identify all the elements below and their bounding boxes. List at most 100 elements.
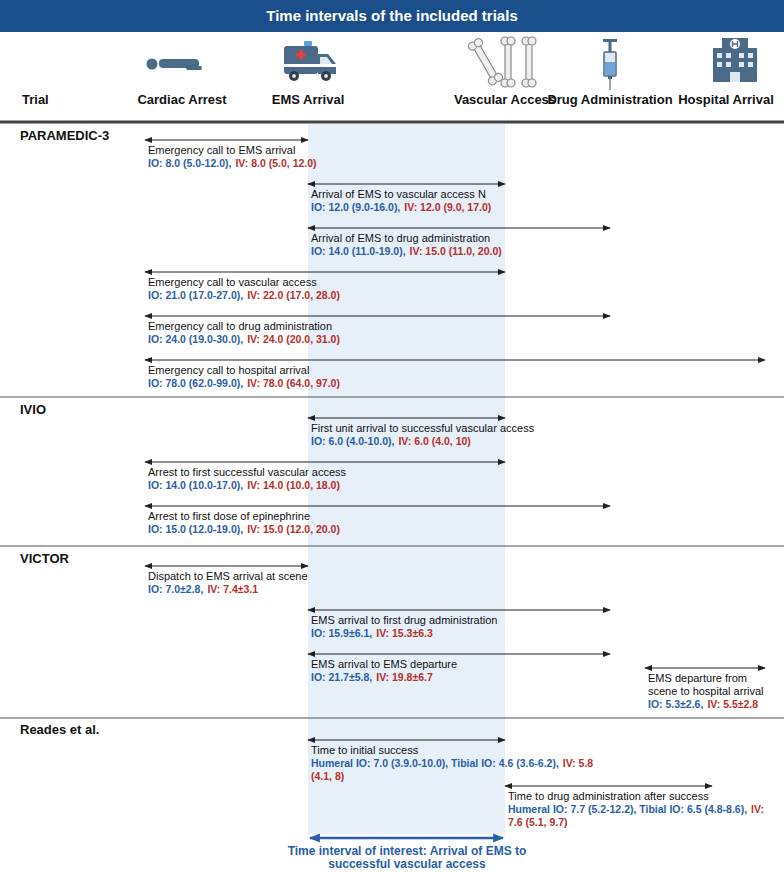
interval-arrow [308, 610, 610, 611]
interval-label: Arrest to first successful vascular acce… [148, 466, 448, 479]
interval-label: First unit arrival to successful vascula… [311, 422, 611, 435]
iv-value: IV: 8.0 (5.0, 12.0) [235, 157, 316, 169]
header-rule [0, 121, 784, 124]
io-value: IO: 6.0 (4.0-10.0), [311, 435, 394, 447]
interval-label: Emergency call to drug administration [148, 320, 448, 333]
interval-block: Arrival of EMS to drug administrationIO:… [311, 232, 611, 258]
interval-arrow [505, 786, 712, 787]
interval-values: IO: 14.0 (11.0-19.0), IV: 15.0 (11.0, 20.… [311, 245, 611, 258]
hospital-icon [713, 38, 757, 82]
io-value: IO: 5.3±2.6, [648, 698, 703, 710]
interval-arrow [308, 740, 505, 741]
interval-values: IO: 6.0 (4.0-10.0), IV: 6.0 (4.0, 10) [311, 435, 611, 448]
io-value: IO: 14.0 (11.0-19.0), [311, 245, 406, 257]
io-value: Humeral IO: 7.7 (5.2-12.2), Tibial IO: 6… [508, 803, 747, 815]
interval-arrow [645, 668, 765, 669]
iv-value: IV: 15.0 (12.0, 20.0) [247, 523, 340, 535]
interval-values: Humeral IO: 7.0 (3.9.0-10.0), Tibial IO:… [311, 757, 611, 783]
interval-values: IO: 5.3±2.6, IV: 5.5±2.8 [648, 698, 776, 711]
iv-value: IV: 6.0 (4.0, 10) [398, 435, 470, 447]
column-header: Drug Administration [547, 92, 672, 107]
interval-values: IO: 14.0 (10.0-17.0), IV: 14.0 (10.0, 18.… [148, 479, 448, 492]
patient-icon [147, 59, 203, 71]
io-value: IO: 24.0 (19.0-30.0), [148, 333, 243, 345]
title-text: Time intervals of the included trials [0, 0, 784, 32]
syringe-icon [603, 39, 617, 90]
interval-block: Time to initial successHumeral IO: 7.0 (… [311, 744, 611, 783]
interval-label: Arrest to first dose of epinephrine [148, 510, 448, 523]
interval-arrow [145, 272, 505, 273]
title-band [0, 0, 784, 32]
interval-arrow [145, 566, 308, 567]
interval-block: Emergency call to drug administrationIO:… [148, 320, 448, 346]
interval-values: Humeral IO: 7.7 (5.2-12.2), Tibial IO: 6… [508, 803, 770, 829]
interval-block: Arrest to first successful vascular acce… [148, 466, 448, 492]
interval-arrow [145, 462, 505, 463]
io-value: IO: 14.0 (10.0-17.0), [148, 479, 243, 491]
column-header: Hospital Arrival [678, 92, 774, 107]
iv-value: IV: 12.0 (9.0, 17.0) [404, 201, 491, 213]
interval-values: IO: 15.9±6.1, IV: 15.3±6.3 [311, 627, 611, 640]
interest-label: Time interval of interest: Arrival of EM… [277, 845, 537, 871]
interval-block: Emergency call to vascular accessIO: 21.… [148, 276, 448, 302]
interval-values: IO: 12.0 (9.0-16.0),IV: 12.0 (9.0, 17.0) [311, 201, 611, 214]
interval-label: Time to initial success [311, 744, 611, 757]
interval-values: IO: 21.0 (17.0-27.0), IV: 22.0 (17.0, 28.… [148, 289, 448, 302]
io-value: Humeral IO: 7.0 (3.9.0-10.0), Tibial IO:… [311, 757, 559, 769]
interval-values: IO: 21.7±5.8, IV: 19.8±6.7 [311, 671, 611, 684]
interval-label: Time to drug administration after succes… [508, 790, 770, 803]
interval-arrow [308, 228, 610, 229]
iv-value: IV: 24.0 (20.0, 31.0) [247, 333, 340, 345]
interval-label: Emergency call to vascular access [148, 276, 448, 289]
interval-values: IO: 7.0±2.8, IV: 7.4±3.1 [148, 583, 368, 596]
row-rule [0, 397, 784, 398]
column-header: Cardiac Arrest [137, 92, 226, 107]
interval-label: Emergency call to hospital arrival [148, 364, 468, 377]
iv-value: IV: 14.0 (10.0, 18.0) [247, 479, 340, 491]
iv-value: IV: 7.4±3.1 [207, 583, 258, 595]
row-rule [0, 718, 784, 719]
interval-label: Arrival of EMS to drug administration [311, 232, 611, 245]
interval-values: IO: 24.0 (19.0-30.0), IV: 24.0 (20.0, 31.… [148, 333, 448, 346]
iv-value: IV: 22.0 (17.0, 28.0) [247, 289, 340, 301]
interval-label: Arrival of EMS to vascular access N [311, 188, 611, 201]
interval-block: Time to drug administration after succes… [508, 790, 770, 829]
interval-arrow [308, 418, 505, 419]
interval-values: IO: 78.0 (62.0-99.0),IV: 78.0 (64.0, 97.… [148, 377, 468, 390]
interval-label: Emergency call to EMS arrival [148, 144, 448, 157]
column-header: Vascular Access [454, 92, 556, 107]
io-value: IO: 8.0 (5.0-12.0), [148, 157, 231, 169]
interval-block: Arrest to first dose of epinephrineIO: 1… [148, 510, 448, 536]
interval-arrow [308, 654, 610, 655]
interval-arrow [145, 506, 610, 507]
io-value: IO: 15.0 (12.0-19.0), [148, 523, 243, 535]
interval-block: EMS arrival to EMS departureIO: 21.7±5.8… [311, 658, 611, 684]
interval-block: EMS departure from scene to hospital arr… [648, 672, 776, 711]
interval-label: Dispatch to EMS arrival at scene [148, 570, 368, 583]
io-value: IO: 7.0±2.8, [148, 583, 203, 595]
interval-label: EMS arrival to first drug administration [311, 614, 611, 627]
iv-value: IV: 19.8±6.7 [376, 671, 433, 683]
iv-value: IV: 15.0 (11.0, 20.0) [410, 245, 502, 257]
column-header: EMS Arrival [272, 92, 345, 107]
ambulance-icon [284, 41, 336, 81]
trial-name: VICTOR [20, 551, 69, 566]
interval-values: IO: 8.0 (5.0-12.0), IV: 8.0 (5.0, 12.0) [148, 157, 448, 170]
interval-arrow [145, 360, 765, 361]
column-header: Trial [22, 92, 49, 107]
trial-name: Reades et al. [20, 722, 100, 737]
io-value: IO: 21.0 (17.0-27.0), [148, 289, 243, 301]
io-value: IO: 21.7±5.8, [311, 671, 372, 683]
interval-label: EMS arrival to EMS departure [311, 658, 611, 671]
interval-values: IO: 15.0 (12.0-19.0), IV: 15.0 (12.0, 20.… [148, 523, 448, 536]
iv-value: IV: 15.3±6.3 [376, 627, 433, 639]
iv-value: IV: 5.5±2.8 [707, 698, 758, 710]
bone-icons [467, 37, 536, 87]
row-rule [0, 546, 784, 547]
interval-block: EMS arrival to first drug administration… [311, 614, 611, 640]
interval-block: Arrival of EMS to vascular access NIO: 1… [311, 188, 611, 214]
interval-arrow [145, 140, 308, 141]
interval-block: Emergency call to hospital arrivalIO: 78… [148, 364, 468, 390]
interval-label: EMS departure from scene to hospital arr… [648, 672, 776, 698]
io-value: IO: 15.9±6.1, [311, 627, 372, 639]
